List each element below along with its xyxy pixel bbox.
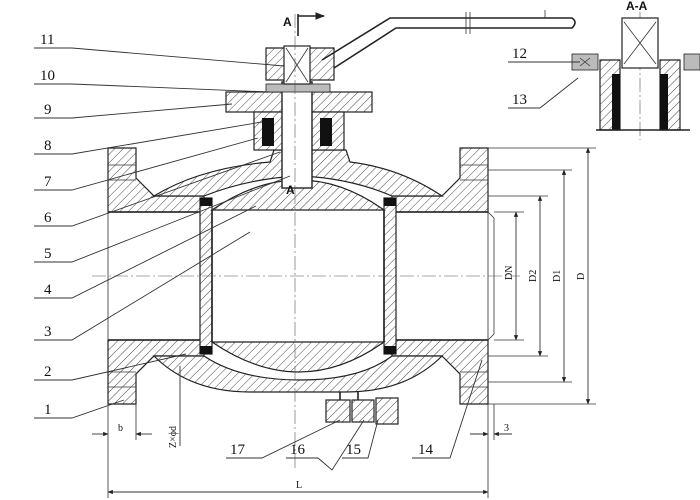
dim-dn: DN: [504, 266, 515, 280]
cut-label-bottom: A: [286, 183, 295, 197]
part-number: 8: [44, 138, 52, 154]
part-number: 10: [40, 68, 55, 84]
dim-length: L: [296, 480, 302, 491]
section-cut-marker: A A: [283, 12, 325, 197]
handle-lever: [321, 17, 576, 69]
part-number: 9: [44, 102, 52, 118]
part-number: 3: [44, 324, 52, 340]
valve-body: [107, 147, 495, 405]
dim-d2: D2: [528, 270, 539, 282]
dim-offset: 3: [504, 423, 509, 434]
body-shell-bottom: [152, 355, 444, 393]
dimension-lines: DN D2 D1 D L b Z×ϕd 3: [92, 147, 596, 498]
drain-plug: [325, 392, 399, 425]
part-number: 2: [44, 364, 52, 380]
part-number: 5: [44, 246, 52, 262]
part-number: 1: [44, 402, 52, 418]
part-number: 16: [290, 442, 306, 458]
part-number: 7: [44, 174, 52, 190]
part-number: 15: [346, 442, 361, 458]
view-title: A-A: [626, 0, 648, 13]
bore-outline: [108, 211, 488, 341]
part-number: 11: [40, 32, 54, 48]
part-number: 12: [512, 46, 527, 62]
stem: [281, 81, 313, 189]
part-number: 17: [230, 442, 246, 458]
dim-flange-thickness: b: [118, 423, 123, 434]
dim-bolt-holes: Z×ϕd: [168, 426, 179, 448]
part-callouts: 11 10 9 8 7 6 5 4 3 2 1 12 13 14 15 16 1…: [34, 32, 580, 471]
section-view-aa: A-A: [571, 0, 700, 140]
cut-label-top: A: [283, 15, 292, 29]
part-number: 4: [44, 282, 52, 298]
dim-d1: D1: [552, 270, 563, 282]
dim-d: D: [576, 273, 587, 280]
stem-assembly: [225, 10, 576, 189]
valve-ball: [210, 179, 386, 373]
part-number: 6: [44, 210, 52, 226]
part-number: 13: [512, 92, 527, 108]
part-number: 14: [418, 442, 434, 458]
